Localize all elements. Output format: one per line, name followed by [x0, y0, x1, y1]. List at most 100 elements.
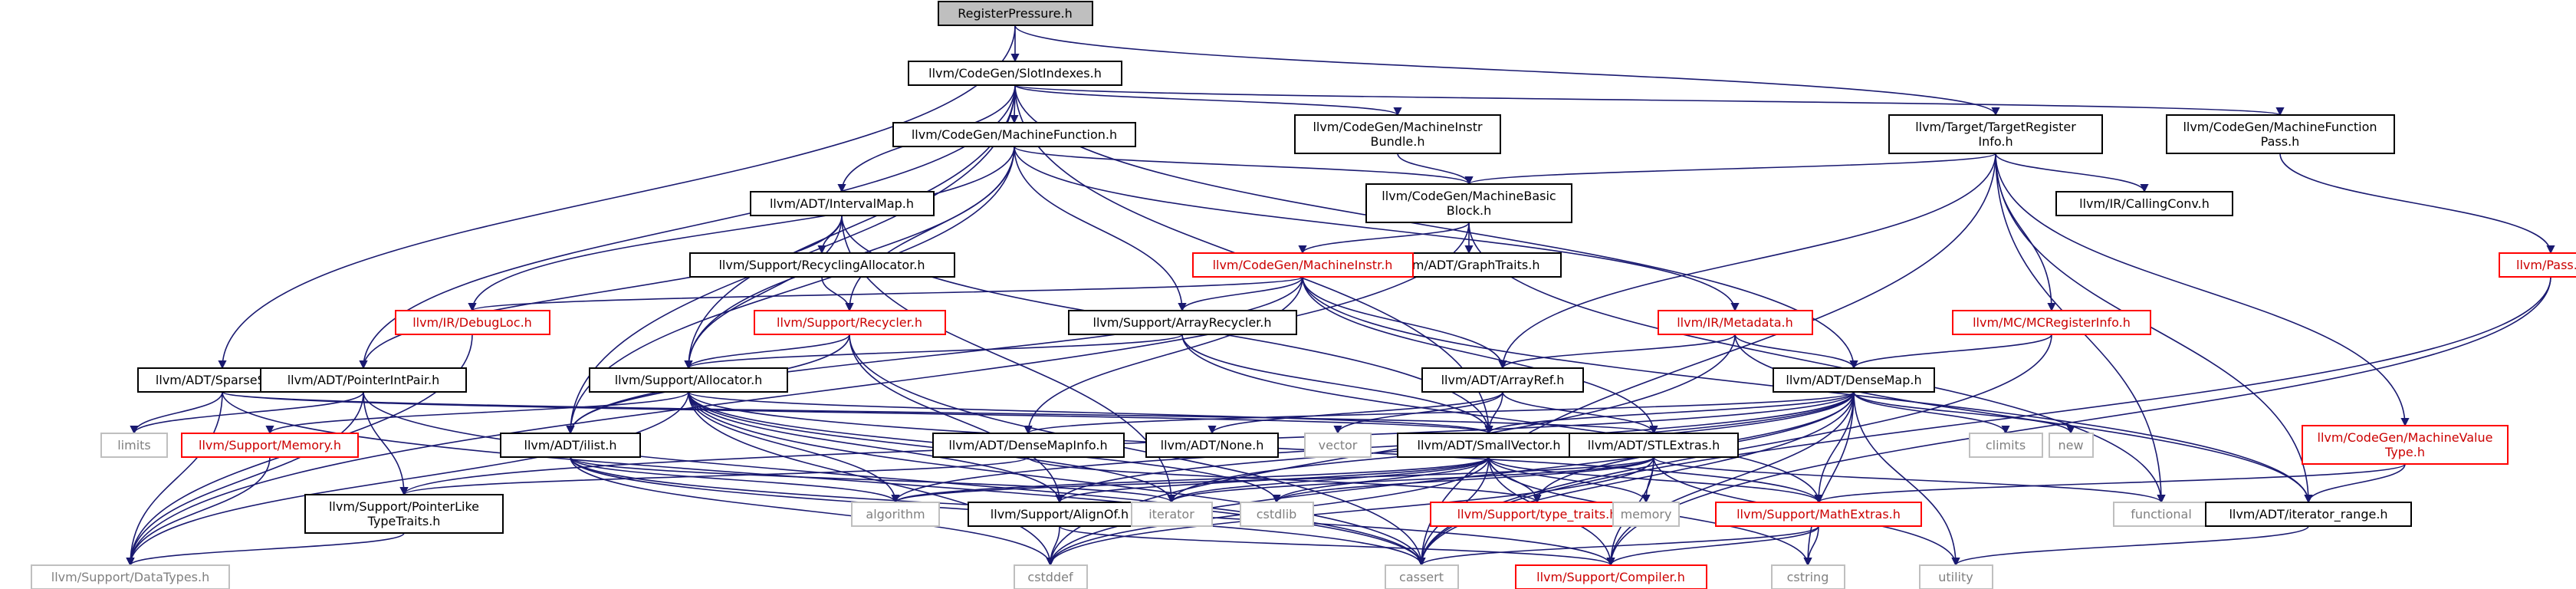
node-label: llvm/Support/Memory.h — [199, 438, 341, 452]
node-ilist[interactable]: llvm/ADT/ilist.h — [500, 433, 641, 458]
node-slotindexes[interactable]: llvm/CodeGen/SlotIndexes.h — [908, 61, 1122, 86]
node-label: cstddef — [1027, 570, 1073, 584]
node-none[interactable]: llvm/ADT/None.h — [1145, 433, 1279, 458]
node-label: llvm/Support/Compiler.h — [1536, 570, 1685, 584]
edge-mi-to-stlextras — [1302, 276, 1658, 435]
node-mf[interactable]: llvm/CodeGen/MachineFunction.h — [892, 122, 1136, 147]
edge-allocator-to-alignof — [688, 391, 1064, 504]
edge-arrayref-to-none — [1208, 391, 1503, 435]
node-box — [1969, 433, 2043, 458]
node-densemapinfo[interactable]: llvm/ADT/DenseMapInfo.h — [932, 433, 1125, 458]
node-box — [1715, 502, 1922, 527]
node-densemap[interactable]: llvm/ADT/DenseMap.h — [1773, 367, 1935, 393]
node-label: Pass.h — [2261, 134, 2300, 149]
node-box — [689, 252, 955, 278]
node-label: llvm/Support/type_traits.h — [1457, 507, 1618, 522]
node-box — [2113, 502, 2210, 527]
node-box — [2049, 433, 2094, 458]
node-box — [754, 310, 946, 335]
node-box — [1952, 310, 2151, 335]
node-box — [1294, 114, 1501, 154]
edge-ilist-to-iterator — [570, 456, 1176, 504]
node-debugloc[interactable]: llvm/IR/DebugLoc.h — [395, 310, 550, 335]
node-pointerintpair[interactable]: llvm/ADT/PointerIntPair.h — [260, 367, 467, 393]
node-box — [1192, 252, 1414, 278]
node-label: llvm/ADT/SmallVector.h — [1418, 438, 1561, 452]
node-recyclingalloc[interactable]: llvm/Support/RecyclingAllocator.h — [689, 252, 955, 278]
node-label: climits — [1986, 438, 2026, 452]
edge-stlextras-to-cstddef — [1046, 456, 1654, 567]
node-callingconv[interactable]: llvm/IR/CallingConv.h — [2055, 191, 2233, 216]
node-box — [908, 61, 1122, 86]
edge-recyclingalloc-to-recycler — [821, 276, 854, 312]
node-mathextras[interactable]: llvm/Support/MathExtras.h — [1715, 502, 1922, 527]
node-arrayref[interactable]: llvm/ADT/ArrayRef.h — [1421, 367, 1584, 393]
edge-mi-to-densemapinfo — [1024, 276, 1303, 435]
edge-mbb-to-mi — [1298, 222, 1470, 255]
edge-mvt-to-iteratorrange — [2304, 463, 2406, 504]
node-memory_h[interactable]: llvm/Support/Memory.h — [181, 433, 359, 458]
node-recycler[interactable]: llvm/Support/Recycler.h — [754, 310, 946, 335]
node-box — [1014, 564, 1088, 589]
edge-ptrliketraits-to-datatypes — [126, 532, 405, 567]
node-label: Info.h — [1978, 134, 2013, 149]
edge-sparseset-to-limits — [130, 391, 223, 435]
node-box — [1131, 502, 1213, 527]
node-pass[interactable]: llvm/Pass.h — [2499, 252, 2576, 278]
node-label: functional — [2131, 507, 2192, 522]
node-root[interactable]: RegisterPressure.h — [938, 1, 1093, 26]
edge-stlextras-to-memory — [1641, 456, 1654, 504]
node-mi[interactable]: llvm/CodeGen/MachineInstr.h — [1192, 252, 1414, 278]
node-mcreginfo[interactable]: llvm/MC/MCRegisterInfo.h — [1952, 310, 2151, 335]
node-label: llvm/CodeGen/MachineFunction.h — [912, 127, 1117, 142]
node-label: llvm/ADT/IntervalMap.h — [770, 196, 914, 211]
node-alignof[interactable]: llvm/Support/AlignOf.h — [968, 502, 1152, 527]
edge-mbb-to-functional — [1468, 222, 2166, 504]
node-label: llvm/Support/Allocator.h — [615, 373, 763, 387]
node-box — [2055, 191, 2233, 216]
node-cstddef: cstddef — [1014, 564, 1088, 589]
edge-stlextras-to-iterator — [1167, 456, 1654, 504]
node-label: memory — [1621, 507, 1672, 522]
edge-densemapinfo-to-ptrliketraits — [399, 456, 1029, 496]
node-label: vector — [1319, 438, 1358, 452]
node-compiler[interactable]: llvm/Support/Compiler.h — [1515, 564, 1707, 589]
node-box — [1771, 564, 1845, 589]
node-box — [395, 310, 550, 335]
node-box — [892, 122, 1136, 147]
edge-smallvector-to-algorithm — [891, 456, 1490, 504]
node-label: cassert — [1399, 570, 1444, 584]
edge-arrayref-to-stlextras — [1502, 391, 1658, 435]
node-metadata[interactable]: llvm/IR/Metadata.h — [1658, 310, 1813, 335]
edge-tri-to-arrayref — [1498, 153, 1996, 370]
edge-sparseset-to-smallvector — [222, 391, 1493, 435]
edge-pointerintpair-to-cassert — [363, 391, 1426, 567]
node-smallvector[interactable]: llvm/ADT/SmallVector.h — [1397, 433, 1582, 458]
node-label: llvm/IR/DebugLoc.h — [412, 315, 532, 330]
node-intervalmap[interactable]: llvm/ADT/IntervalMap.h — [750, 191, 935, 216]
node-allocator[interactable]: llvm/Support/Allocator.h — [589, 367, 788, 393]
node-memory: memory — [1612, 502, 1680, 527]
edge-recycler-to-allocator — [684, 334, 850, 370]
node-arrayrecycler[interactable]: llvm/Support/ArrayRecycler.h — [1068, 310, 1297, 335]
node-box — [1397, 433, 1582, 458]
edge-ilist-to-cstddef — [570, 456, 1055, 567]
edge-arrayrecycler-to-allocator — [684, 334, 1183, 370]
node-stlextras[interactable]: llvm/ADT/STLExtras.h — [1569, 433, 1739, 458]
node-label: llvm/ADT/STLExtras.h — [1588, 438, 1720, 452]
node-box — [500, 433, 641, 458]
edge-allocator-to-memory_h — [265, 391, 689, 435]
edge-sparseset-to-cassert — [222, 391, 1426, 567]
node-box — [589, 367, 788, 393]
node-label: Type.h — [2384, 445, 2425, 459]
edge-memory_h-to-datatypes — [126, 456, 271, 567]
node-label: llvm/Support/ArrayRecycler.h — [1093, 315, 1272, 330]
node-iteratorrange[interactable]: llvm/ADT/iterator_range.h — [2205, 502, 2412, 527]
node-typetraits[interactable]: llvm/Support/type_traits.h — [1430, 502, 1644, 527]
